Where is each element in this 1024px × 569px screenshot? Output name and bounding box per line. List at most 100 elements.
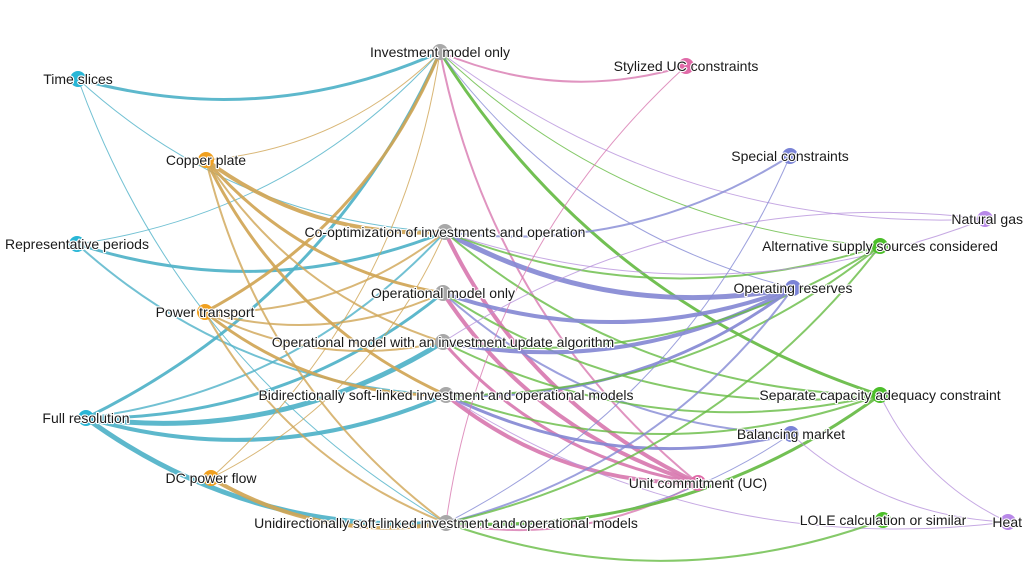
edge-bidirectional-alternative_supply <box>445 245 881 397</box>
edge-full_resolution-operational_only <box>84 291 445 420</box>
node-label-bidirectional: Bidirectionally soft-linked investment a… <box>258 387 633 403</box>
node-alternative_supply[interactable] <box>872 238 888 254</box>
node-label-copper_plate: Copper plate <box>166 152 246 168</box>
node-lole[interactable] <box>875 512 891 528</box>
edge-operational_update-separate_capacity <box>442 341 881 414</box>
edge-copper_plate-operational_update <box>205 159 444 343</box>
node-label-operational_update: Operational model with an investment upd… <box>272 334 614 350</box>
edge-copper_plate-operational_only <box>204 158 445 295</box>
edge-representative_periods-bidirectional <box>76 243 447 396</box>
node-balancing_market[interactable] <box>783 426 799 442</box>
edge-copper_plate-bidirectional <box>204 158 448 397</box>
node-natural_gas[interactable] <box>977 211 993 227</box>
edge-co_optimization-natural_gas <box>444 218 986 275</box>
edge-full_resolution-operational_update <box>83 339 446 426</box>
edge-power_transport-unidirectional <box>204 311 447 524</box>
edge-investment_only-operating_reserves <box>439 51 794 289</box>
edge-operational_update-alternative_supply <box>442 245 881 349</box>
edge-co_optimization-separate_capacity <box>444 231 881 396</box>
edge-co_optimization-special_constraints <box>444 155 791 238</box>
edge-bidirectional-balancing_market <box>444 393 793 451</box>
edge-unidirectional-separate_capacity <box>444 393 882 526</box>
edge-stylized_uc-unidirectional <box>445 65 687 524</box>
node-operational_only[interactable] <box>435 285 451 301</box>
edge-unidirectional-lole <box>445 519 884 562</box>
edge-investment_only-natural_gas <box>439 51 986 221</box>
edge-investment_only-stylized_uc <box>439 51 687 83</box>
node-label-operating_reserves: Operating reserves <box>733 280 852 296</box>
node-label-special_constraints: Special constraints <box>731 148 849 164</box>
node-dc_power_flow[interactable] <box>203 470 219 486</box>
node-separate_capacity[interactable] <box>872 387 888 403</box>
edge-co_optimization-unit_commitment <box>443 230 700 485</box>
edge-power_transport-bidirectional <box>203 310 448 397</box>
edge-unidirectional-unit_commitment <box>445 482 699 532</box>
edge-unidirectional-alternative_supply <box>445 245 881 524</box>
node-unit_commitment[interactable] <box>690 475 706 491</box>
edge-full_resolution-unidirectional <box>83 415 449 527</box>
node-label-dc_power_flow: DC power flow <box>165 470 257 486</box>
edge-dc_power_flow-unidirectional <box>209 476 448 530</box>
node-heat[interactable] <box>1000 514 1016 530</box>
edge-full_resolution-bidirectional <box>84 393 448 442</box>
node-stylized_uc[interactable] <box>678 58 694 74</box>
node-unidirectional[interactable] <box>438 515 454 531</box>
node-label-full_resolution: Full resolution <box>42 410 129 426</box>
node-special_constraints[interactable] <box>782 148 798 164</box>
node-investment_only[interactable] <box>432 44 448 60</box>
edge-balancing_market-heat <box>790 433 1009 523</box>
edge-time_slices-investment_only <box>76 50 442 101</box>
edge-unidirectional-operating_reserves <box>445 287 794 524</box>
node-label-heat: Heat <box>992 514 1022 530</box>
edge-investment_only-separate_capacity <box>438 50 882 397</box>
edge-power_transport-investment_only <box>203 50 442 314</box>
node-label-natural_gas: Natural gas <box>951 211 1023 227</box>
node-representative_periods[interactable] <box>69 236 85 252</box>
node-power_transport[interactable] <box>197 304 213 320</box>
edge-dc_power_flow-co_optimization <box>210 231 446 479</box>
edge-representative_periods-investment_only <box>76 51 441 245</box>
node-copper_plate[interactable] <box>198 152 214 168</box>
edge-copper_plate-investment_only <box>205 51 441 161</box>
node-label-separate_capacity: Separate capacity adequacy constraint <box>759 387 1000 403</box>
edges-layer <box>75 50 1009 562</box>
node-operational_update[interactable] <box>435 334 451 350</box>
node-label-investment_only: Investment model only <box>370 44 510 60</box>
node-label-balancing_market: Balancing market <box>737 426 845 442</box>
edge-copper_plate-unidirectional <box>205 159 447 524</box>
edge-power_transport-co_optimization <box>204 231 446 314</box>
edge-copper_plate-co_optimization <box>204 158 447 235</box>
node-label-time_slices: Time slices <box>43 71 113 87</box>
node-operating_reserves[interactable] <box>785 280 801 296</box>
node-full_resolution[interactable] <box>78 410 94 426</box>
edge-power_transport-operational_only <box>204 292 444 326</box>
edge-operational_only-separate_capacity <box>442 292 881 401</box>
edge-co_optimization-alternative_supply <box>444 231 881 280</box>
edge-operational_only-operating_reserves <box>441 286 795 324</box>
node-label-co_optimization: Co-optimization of investments and opera… <box>305 224 586 240</box>
node-time_slices[interactable] <box>70 71 86 87</box>
edge-co_optimization-operating_reserves <box>442 229 796 301</box>
edge-natural_gas-operational_update <box>442 211 986 343</box>
edge-separate_capacity-heat <box>879 394 1009 523</box>
node-label-unidirectional: Unidirectionally soft-linked investment … <box>254 515 638 531</box>
node-bidirectional[interactable] <box>438 387 454 403</box>
edge-dc_power_flow-investment_only <box>210 51 441 479</box>
edge-bidirectional-operating_reserves <box>444 286 795 398</box>
edge-power_transport-operational_update <box>204 311 444 353</box>
node-label-stylized_uc: Stylized UC constraints <box>614 58 759 74</box>
edge-representative_periods-co_optimization <box>75 230 447 273</box>
node-label-unit_commitment: Unit commitment (UC) <box>629 475 767 491</box>
node-co_optimization[interactable] <box>437 224 453 240</box>
edge-bidirectional-unit_commitment <box>444 393 700 486</box>
node-label-lole: LOLE calculation or similar <box>800 512 967 528</box>
edge-operational_only-unit_commitment <box>441 291 700 485</box>
node-label-power_transport: Power transport <box>156 304 255 320</box>
edge-full_resolution-co_optimization <box>85 231 446 419</box>
node-label-operational_only: Operational model only <box>371 285 515 301</box>
node-label-representative_periods: Representative periods <box>5 236 149 252</box>
edge-bidirectional-heat <box>445 394 1009 530</box>
